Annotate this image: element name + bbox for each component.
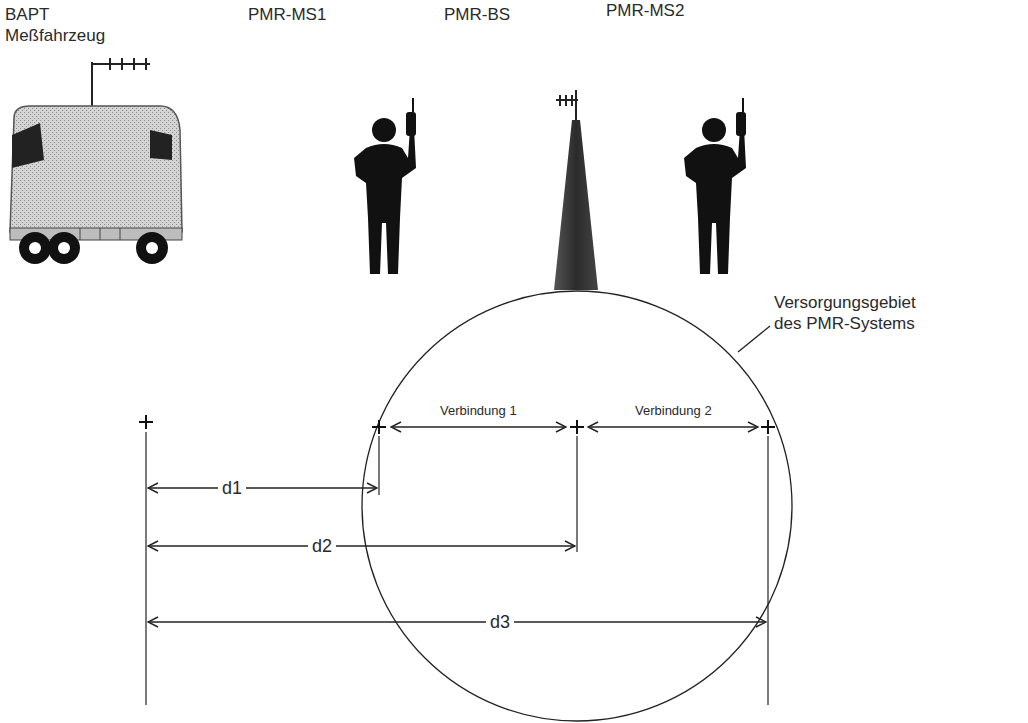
- station-label: PMR-BS: [444, 4, 510, 25]
- coverage-circle: [362, 291, 792, 721]
- measurement-vehicle: [10, 58, 182, 264]
- leader-line: [738, 326, 770, 352]
- person-with-radio: [684, 98, 746, 274]
- person-with-radio: [354, 98, 416, 274]
- dimension-label: d3: [486, 611, 514, 634]
- extension-line: [146, 432, 768, 705]
- dimension-label: d2: [308, 535, 336, 558]
- vehicle-label: BAPT Meßfahrzeug: [5, 4, 117, 47]
- station-label: PMR-MS1: [248, 4, 326, 25]
- dimension-arrow: [148, 427, 766, 622]
- connection-label: Verbindung 1: [436, 403, 521, 419]
- connection-label: Verbindung 2: [631, 403, 716, 419]
- base-station-tower: [554, 90, 598, 290]
- station-label: PMR-MS2: [606, 0, 684, 21]
- callout-label: Versorgungsgebiet des PMR-Systems: [774, 292, 939, 335]
- dimension-label: d1: [218, 477, 246, 500]
